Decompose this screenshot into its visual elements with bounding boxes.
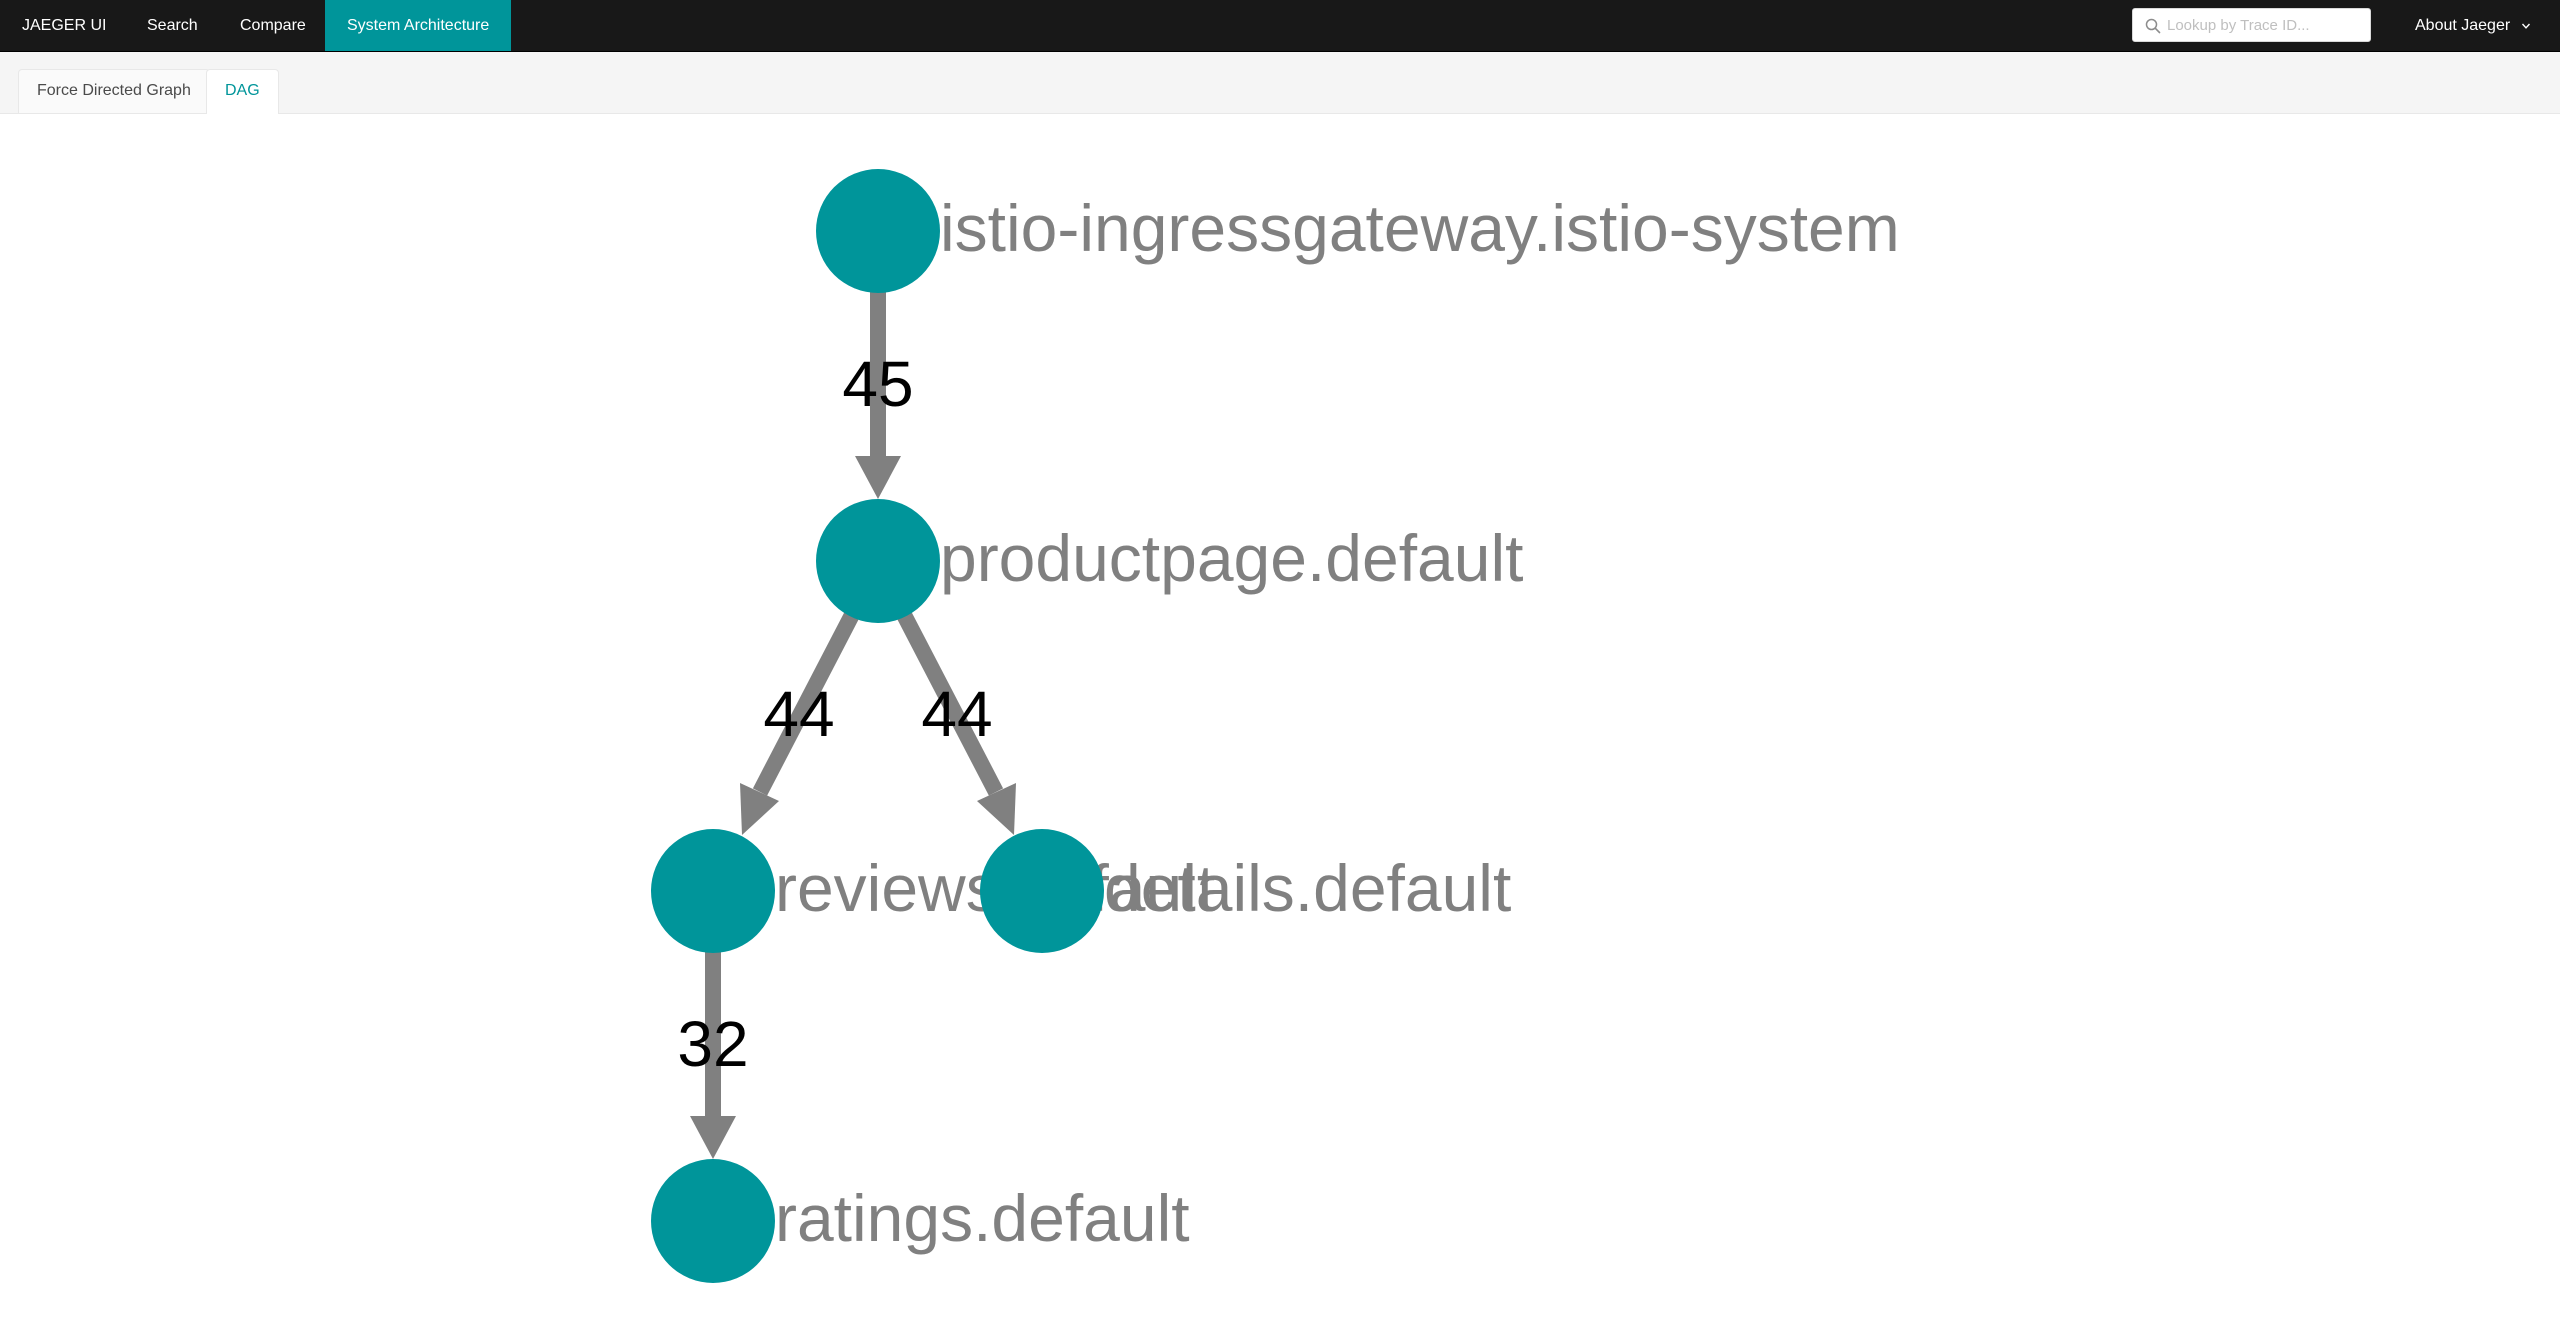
edge-productpage-to-reviews: 44 — [740, 607, 862, 835]
edge-line — [752, 607, 862, 796]
edge-count-label: 32 — [677, 1008, 748, 1080]
edge-arrowhead — [977, 783, 1016, 835]
chevron-down-icon — [2521, 23, 2530, 29]
tab-dag[interactable]: DAG — [206, 69, 279, 114]
edge-reviews-to-ratings: 32 — [677, 952, 749, 1159]
node-istio-ingressgateway[interactable]: istio-ingressgateway.istio-system — [816, 169, 1900, 293]
service-node-circle[interactable] — [651, 829, 775, 953]
nav-compare-link[interactable]: Compare — [240, 17, 306, 34]
service-node-label: details.default — [1104, 851, 1511, 925]
service-node-label: productpage.default — [940, 521, 1523, 595]
service-node-circle[interactable] — [816, 499, 940, 623]
nav-search-link[interactable]: Search — [147, 17, 198, 34]
edge-productpage-to-details: 44 — [894, 607, 1016, 835]
about-jaeger-dropdown[interactable]: About Jaeger — [2393, 0, 2553, 51]
service-node-label: istio-ingressgateway.istio-system — [940, 191, 1900, 265]
node-productpage[interactable]: productpage.default — [816, 499, 1523, 623]
dag-graph: 45 44 44 32 istio-ingressgateway.istio-s… — [651, 169, 1900, 1283]
about-jaeger-label: About Jaeger — [2415, 17, 2511, 34]
edge-line — [894, 607, 1004, 796]
search-icon — [2145, 18, 2161, 34]
brand-link[interactable]: JAEGER UI — [22, 17, 107, 34]
top-nav-bar: JAEGER UI Search Compare System Architec… — [0, 0, 2560, 52]
tab-force-directed-graph[interactable]: Force Directed Graph — [18, 69, 210, 113]
service-node-circle[interactable] — [651, 1159, 775, 1283]
edge-arrowhead — [690, 1116, 736, 1159]
edge-ingress-to-productpage: 45 — [842, 292, 914, 499]
edge-arrowhead — [740, 783, 779, 835]
service-node-circle[interactable] — [980, 829, 1104, 953]
view-tab-bar: Force Directed Graph DAG — [0, 52, 2560, 114]
node-ratings[interactable]: ratings.default — [651, 1159, 1190, 1283]
edge-arrowhead — [855, 456, 901, 499]
node-details[interactable]: details.default — [980, 829, 1511, 953]
edge-count-label: 45 — [842, 348, 913, 420]
edge-count-label: 44 — [763, 678, 834, 750]
edge-count-label: 44 — [921, 678, 992, 750]
trace-lookup-box — [2132, 8, 2371, 42]
trace-id-input[interactable] — [2167, 9, 2362, 41]
nav-system-architecture-link[interactable]: System Architecture — [325, 0, 512, 51]
service-node-circle[interactable] — [816, 169, 940, 293]
service-node-label: ratings.default — [775, 1181, 1190, 1255]
